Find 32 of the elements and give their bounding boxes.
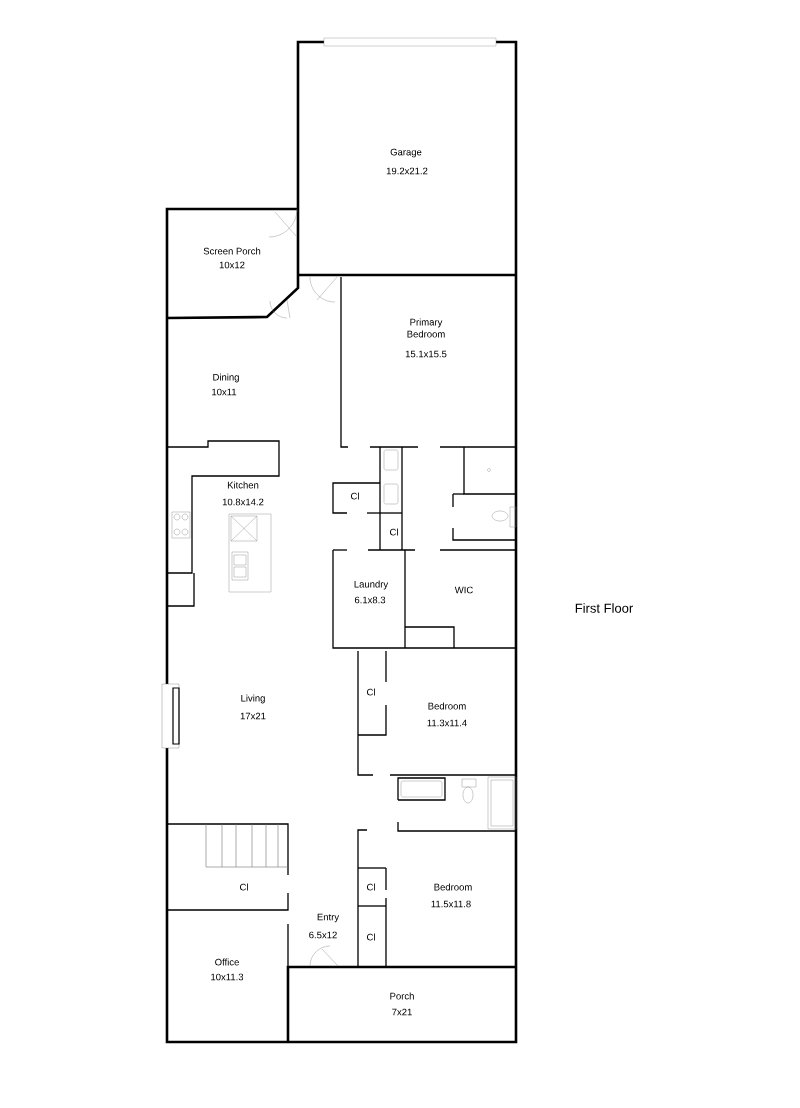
room-label: Laundry: [354, 580, 389, 590]
room-label: Bedroom: [428, 702, 466, 710]
room-label: 19.2x21.2: [386, 167, 428, 175]
room-label: 6.1x8.3: [354, 596, 386, 604]
room-label: 10x11: [212, 388, 237, 396]
room-label: 10x11.3: [211, 973, 244, 981]
room-label: Porch: [390, 992, 414, 1000]
room-label: WIC: [454, 586, 473, 594]
room-label: Entry: [317, 913, 340, 923]
room-label: Office: [215, 958, 239, 966]
room-label: Cl: [390, 528, 398, 536]
room-label: 6.5x12: [309, 931, 337, 939]
room-label: Cl: [240, 883, 248, 891]
room-label: Cl: [351, 492, 359, 500]
room-label: Cl: [367, 883, 375, 891]
room-label: 17x21: [240, 712, 266, 720]
room-label: Garage: [390, 148, 422, 158]
room-label: Living: [241, 694, 265, 704]
room-label: 11.5x11.8: [431, 900, 471, 908]
room-label: Cl: [367, 688, 375, 696]
room-label: Kitchen: [227, 481, 259, 489]
room-label: Dining: [213, 373, 239, 383]
room-label: 11.3x11.4: [427, 719, 467, 727]
room-label: Cl: [367, 933, 375, 941]
room-label: 10.8x14.2: [222, 498, 264, 506]
room-label: Bedroom: [434, 883, 472, 891]
room-label: 7x21: [392, 1008, 412, 1016]
room-label: Screen Porch: [203, 247, 261, 255]
room-label: 10x12: [219, 261, 245, 269]
room-label: 15.1x15.5: [405, 350, 447, 358]
floor-title: First Floor: [575, 603, 633, 613]
room-label: Primary Bedroom: [407, 318, 445, 338]
